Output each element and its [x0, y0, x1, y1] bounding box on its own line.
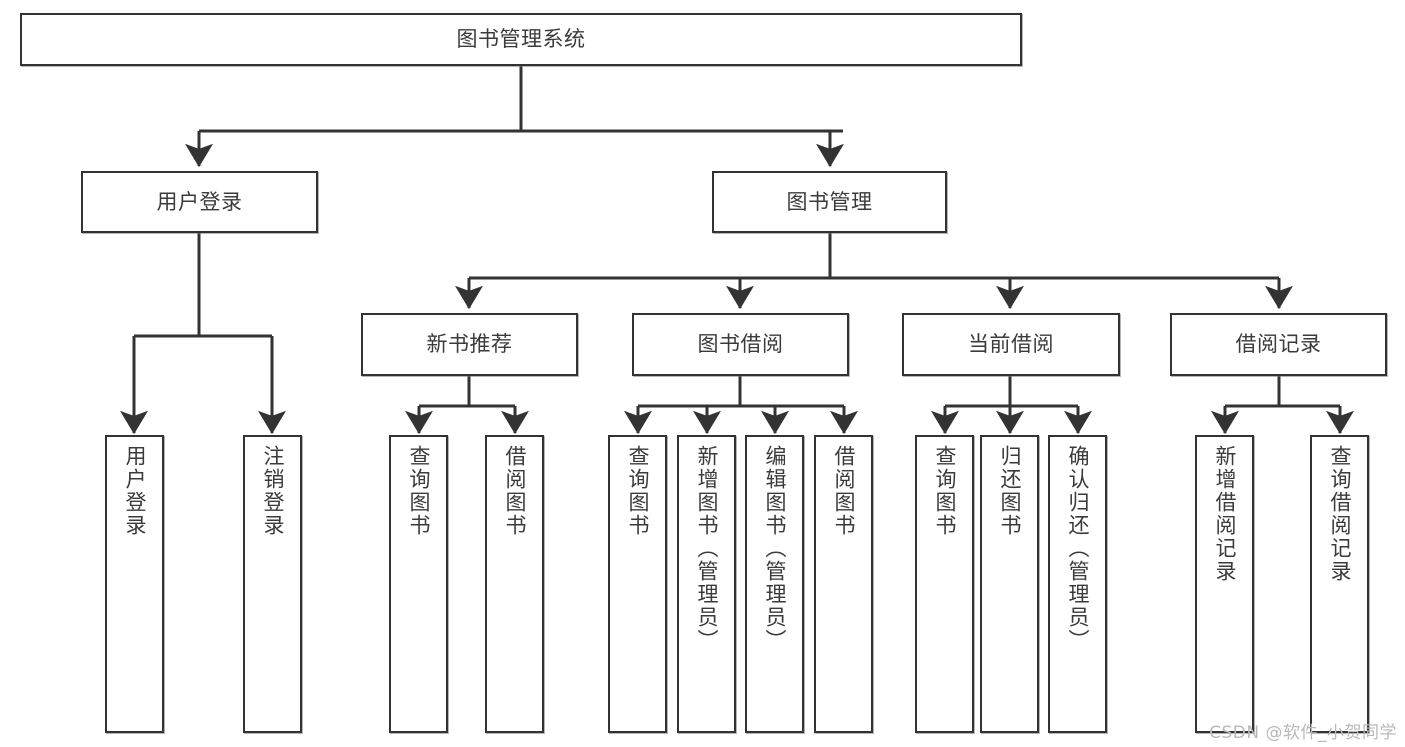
node-borrow-record[interactable]: 借阅记录	[1170, 313, 1387, 376]
node-leaf-user-login[interactable]: 用户登录	[105, 435, 164, 733]
node-leaf-return-book[interactable]: 归还图书	[980, 435, 1039, 733]
node-leaf-logout[interactable]: 注销登录	[243, 435, 302, 733]
node-book-borrow-label: 图书借阅	[697, 332, 784, 357]
node-leaf-confirm-return[interactable]: 确认归还（管理员）	[1048, 435, 1107, 733]
node-leaf-add-record-label: 新增借阅记录	[1213, 445, 1237, 583]
node-new-book-rec[interactable]: 新书推荐	[361, 313, 578, 376]
node-user-login[interactable]: 用户登录	[81, 171, 318, 233]
node-leaf-query-book-3-label: 查询图书	[933, 445, 957, 537]
node-leaf-borrow-book-1-label: 借阅图书	[503, 445, 527, 537]
node-leaf-user-login-label: 用户登录	[123, 445, 147, 537]
node-leaf-edit-book[interactable]: 编辑图书（管理员）	[745, 435, 804, 733]
node-leaf-logout-label: 注销登录	[261, 445, 285, 537]
node-leaf-query-book-1[interactable]: 查询图书	[389, 435, 448, 733]
node-leaf-return-book-label: 归还图书	[998, 445, 1022, 537]
node-leaf-borrow-book-2-label: 借阅图书	[832, 445, 856, 537]
node-leaf-add-record[interactable]: 新增借阅记录	[1195, 435, 1254, 733]
node-leaf-query-book-2[interactable]: 查询图书	[608, 435, 667, 733]
node-leaf-edit-book-label: 编辑图书（管理员）	[763, 445, 787, 652]
node-leaf-borrow-book-1[interactable]: 借阅图书	[485, 435, 544, 733]
node-leaf-query-record-label: 查询借阅记录	[1328, 445, 1352, 583]
node-borrow-record-label: 借阅记录	[1235, 332, 1322, 357]
node-leaf-query-book-2-label: 查询图书	[626, 445, 650, 537]
node-leaf-borrow-book-2[interactable]: 借阅图书	[814, 435, 873, 733]
node-current-borrow[interactable]: 当前借阅	[902, 313, 1120, 376]
node-leaf-query-record[interactable]: 查询借阅记录	[1310, 435, 1369, 733]
node-user-login-label: 用户登录	[156, 189, 243, 214]
node-leaf-add-book[interactable]: 新增图书（管理员）	[677, 435, 736, 733]
node-book-manage-label: 图书管理	[786, 189, 873, 214]
node-current-borrow-label: 当前借阅	[968, 332, 1054, 357]
node-book-manage[interactable]: 图书管理	[712, 171, 947, 233]
node-new-book-rec-label: 新书推荐	[426, 332, 513, 357]
node-root-label: 图书管理系统	[456, 27, 586, 52]
node-root[interactable]: 图书管理系统	[20, 13, 1022, 66]
node-leaf-confirm-return-label: 确认归还（管理员）	[1066, 445, 1090, 652]
node-leaf-query-book-3[interactable]: 查询图书	[915, 435, 974, 733]
node-leaf-query-book-1-label: 查询图书	[407, 445, 431, 537]
node-book-borrow[interactable]: 图书借阅	[632, 313, 849, 376]
node-leaf-add-book-label: 新增图书（管理员）	[695, 445, 719, 652]
